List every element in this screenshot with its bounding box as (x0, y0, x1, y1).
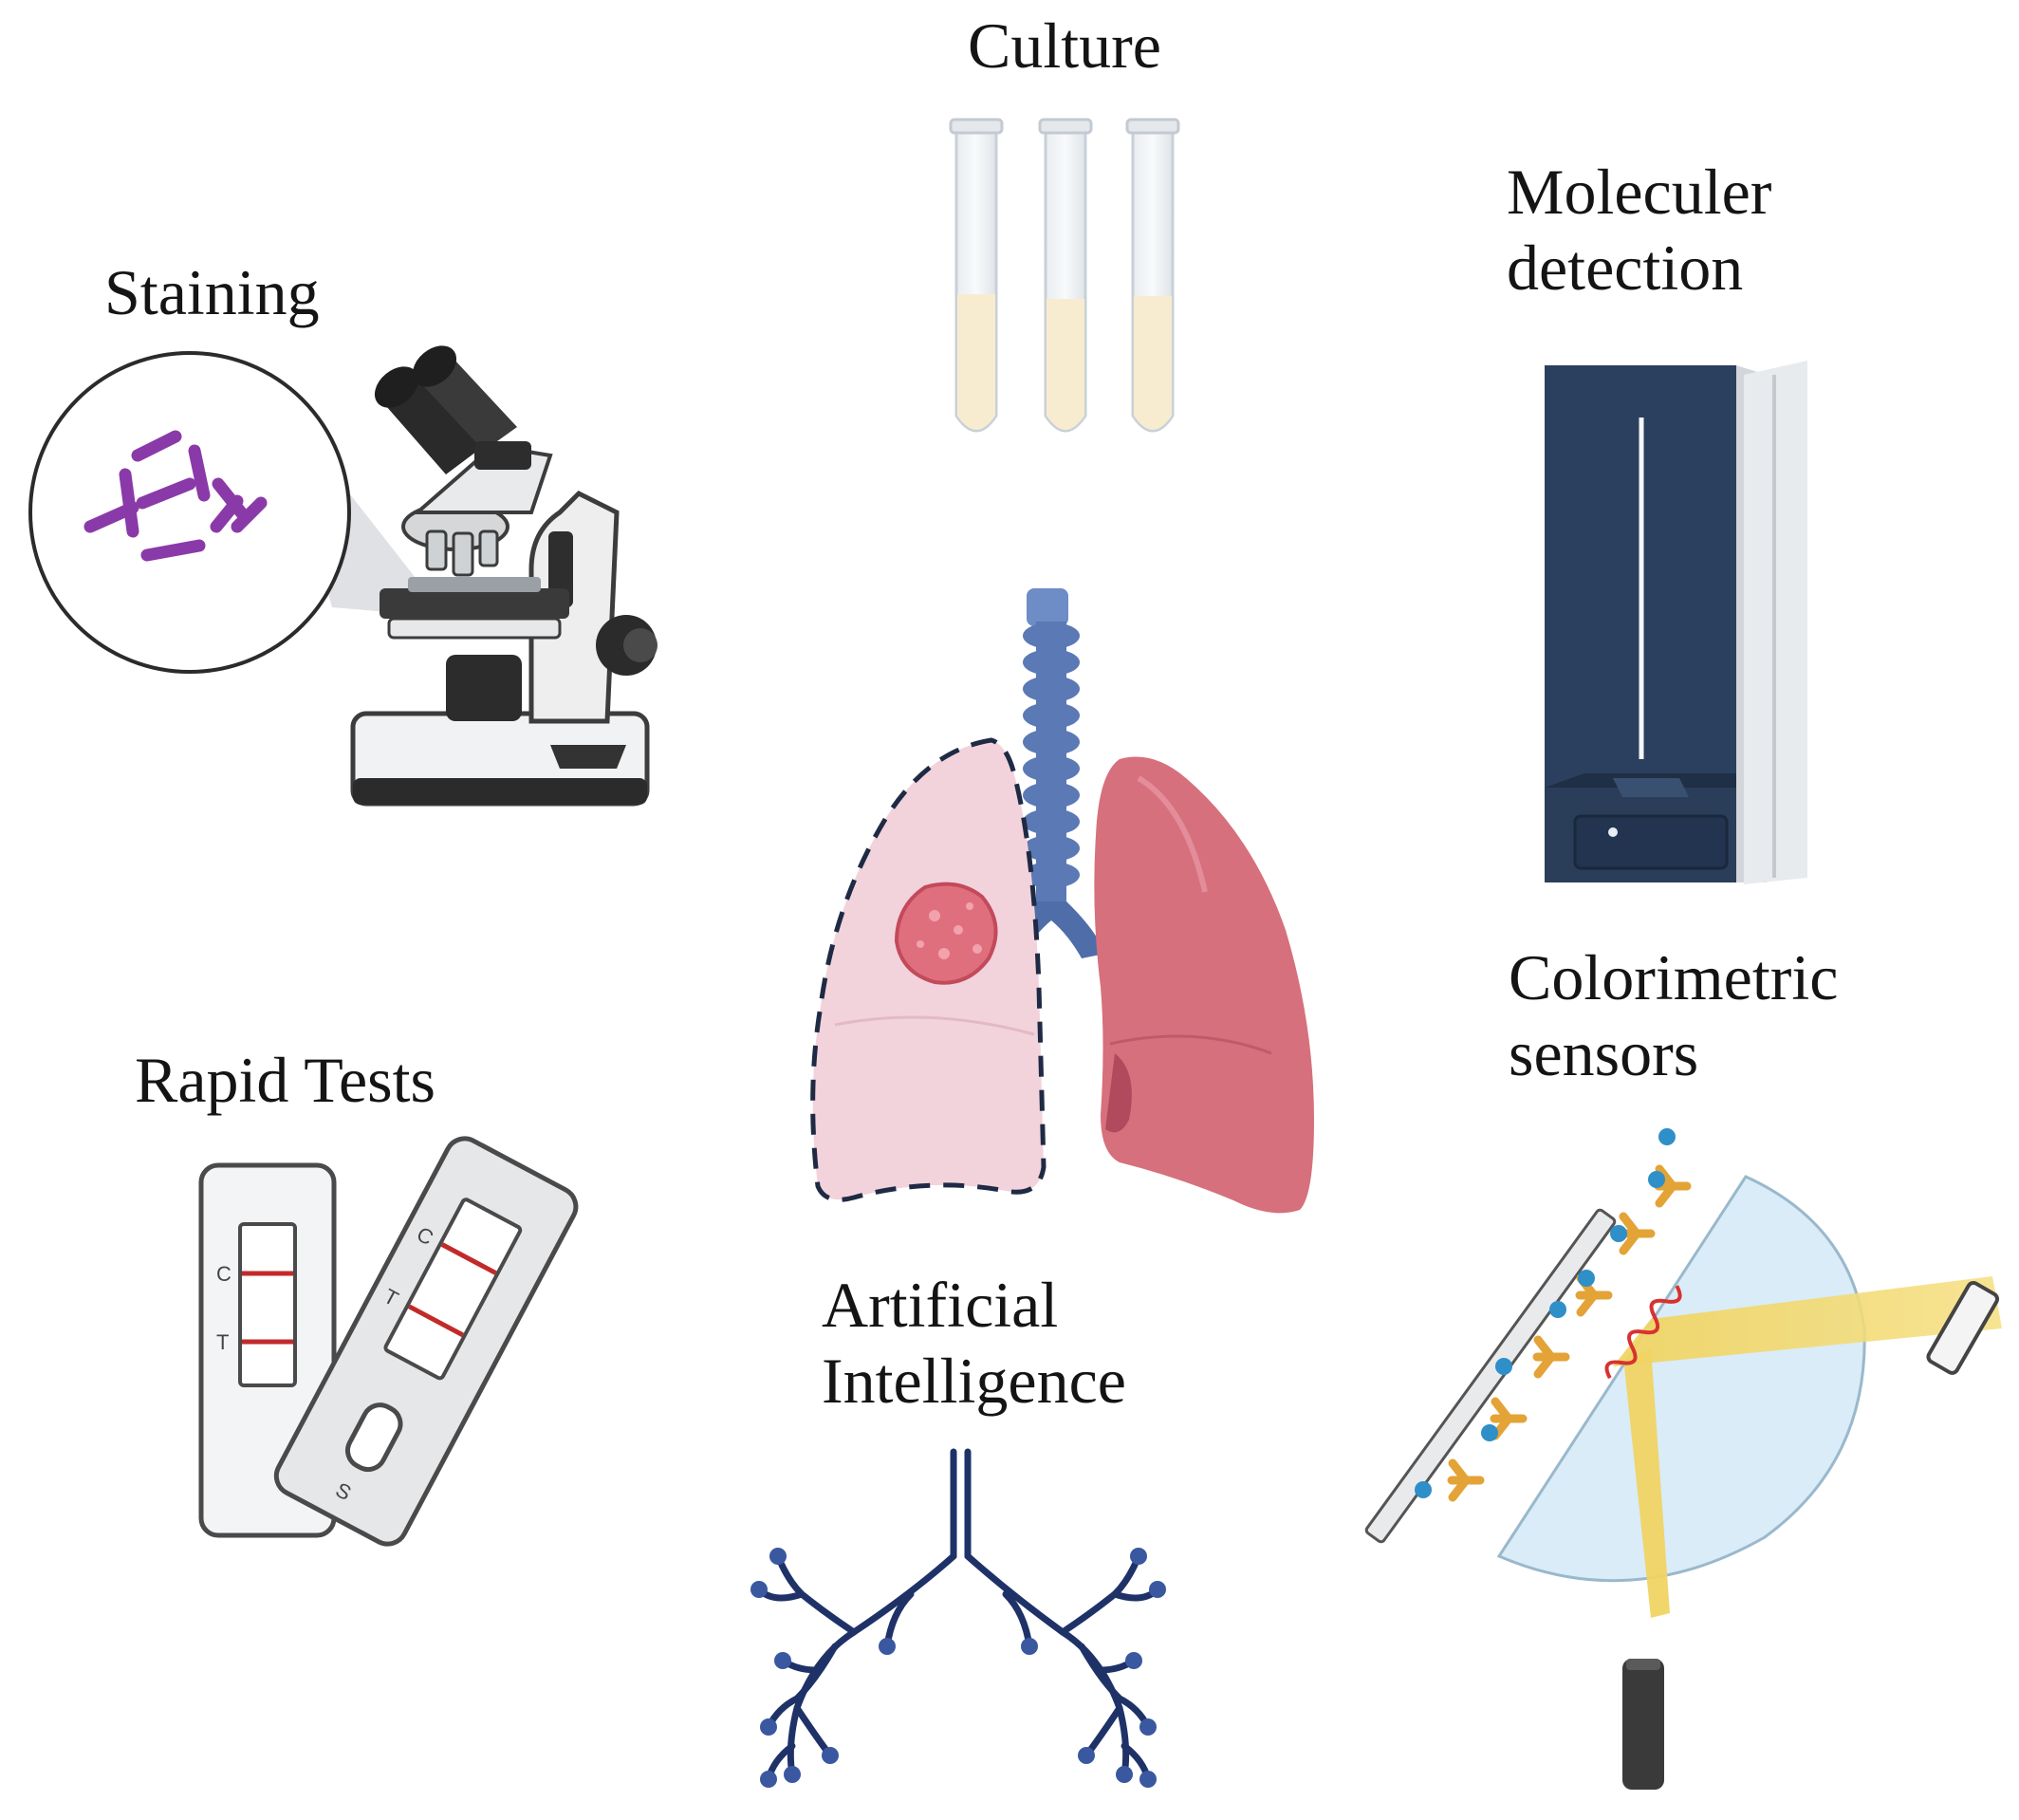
rapid-tests-label: Rapid Tests (135, 1044, 435, 1116)
bronchial-tree-icon (750, 1448, 1166, 1788)
microscope-icon (275, 345, 658, 807)
culture-tube (1125, 118, 1180, 433)
lesion (894, 882, 998, 985)
spr-sensor-icon (1364, 1128, 2002, 1790)
rapid-test-cassette: C T (198, 1162, 337, 1538)
rapid-test-cassette: C T S (273, 1136, 579, 1547)
healthy-lung (1094, 756, 1314, 1214)
molecular-detection-label: Moleculer detection (1507, 156, 1772, 305)
magnified-bacteria-view (28, 351, 351, 674)
colorimetric-sensors-label: Colorimetric sensors (1509, 941, 1839, 1090)
rapid-test-cassette-icon: C T C T S (198, 1136, 579, 1547)
culture-label: Culture (968, 9, 1161, 82)
staining-label: Staining (104, 256, 320, 328)
control-marking-back: C (216, 1262, 232, 1286)
artificial-intelligence-label: Artificial Intelligence (822, 1269, 1126, 1418)
culture-tube (1038, 118, 1093, 433)
sequencer-icon (1545, 361, 1807, 884)
culture-tubes-icon (949, 118, 1180, 433)
lungs-icon (810, 588, 1314, 1214)
culture-tube (949, 118, 1004, 433)
test-marking-back: T (216, 1330, 229, 1354)
